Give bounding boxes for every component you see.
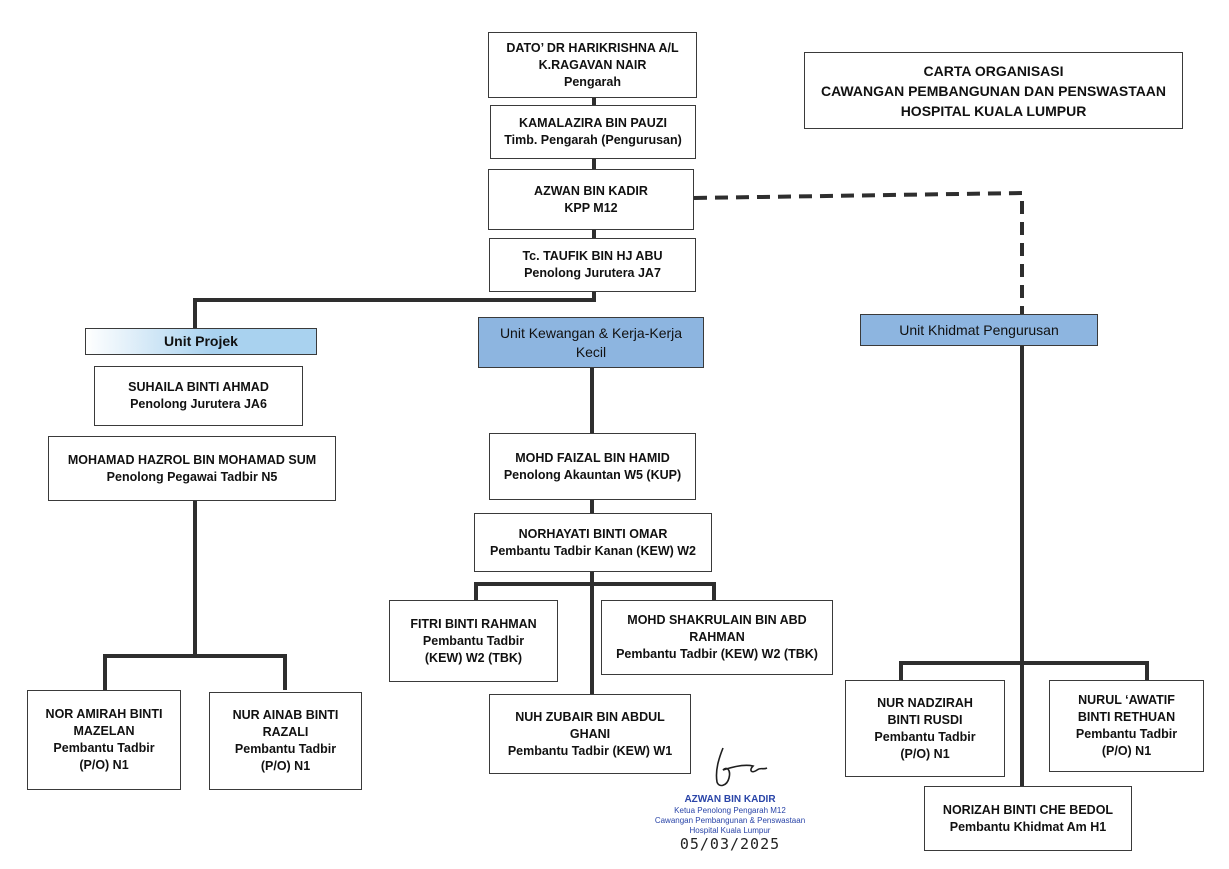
person-role: Pembantu Khidmat Am H1 xyxy=(949,819,1107,834)
box-hazrol: MOHAMAD HAZROL BIN MOHAMAD SUM Penolong … xyxy=(48,436,336,501)
signature-title: Ketua Penolong Pengarah M12 xyxy=(674,806,786,815)
title-line-2: CAWANGAN PEMBANGUNAN DAN PENSWASTAAN xyxy=(820,82,1167,99)
signature-name: AZWAN BIN KADIR xyxy=(684,794,776,805)
person-role: Penolong Jurutera JA6 xyxy=(130,397,267,411)
unit-label: Unit Kewangan & Kerja-Kerja Kecil xyxy=(499,324,683,360)
person-role: Pembantu Tadbir (KEW) W2 (TBK) xyxy=(422,633,525,665)
person-role: Pembantu Tadbir (P/O) N1 xyxy=(53,741,155,772)
person-role: Pembantu Tadbir (P/O) N1 xyxy=(874,729,976,761)
person-name: NOR AMIRAH BINTI MAZELAN xyxy=(45,707,163,738)
person-name: NORIZAH BINTI CHE BEDOL xyxy=(942,802,1114,817)
person-name: SUHAILA BINTI AHMAD xyxy=(128,380,269,394)
box-pengarah: DATO’ DR HARIKRISHNA A/L K.RAGAVAN NAIR … xyxy=(488,32,697,98)
person-role: Pembantu Tadbir (KEW) W2 (TBK) xyxy=(616,647,818,661)
person-name: AZWAN BIN KADIR xyxy=(534,183,648,198)
person-role: Timb. Pengarah (Pengurusan) xyxy=(504,133,682,147)
box-nur-ainab: NUR AINAB BINTI RAZALI Pembantu Tadbir (… xyxy=(209,692,362,790)
person-role: Pembantu Tadbir Kanan (KEW) W2 xyxy=(489,543,697,558)
person-name: MOHD FAIZAL BIN HAMID xyxy=(515,450,670,465)
box-norhayati: NORHAYATI BINTI OMAR Pembantu Tadbir Kan… xyxy=(474,513,712,572)
box-nor-amirah: NOR AMIRAH BINTI MAZELAN Pembantu Tadbir… xyxy=(27,690,181,790)
person-role: Pembantu Tadbir (P/O) N1 xyxy=(1075,727,1178,758)
person-name: MOHAMAD HAZROL BIN MOHAMAD SUM xyxy=(67,452,317,467)
box-fitri: FITRI BINTI RAHMAN Pembantu Tadbir (KEW)… xyxy=(389,600,558,682)
signature-date: 05/03/2025 xyxy=(679,835,781,853)
box-norizah: NORIZAH BINTI CHE BEDOL Pembantu Khidmat… xyxy=(924,786,1132,851)
person-name: DATO’ DR HARIKRISHNA A/L K.RAGAVAN NAIR xyxy=(506,40,679,72)
box-timb-pengarah: KAMALAZIRA BIN PAUZI Timb. Pengarah (Pen… xyxy=(490,105,696,159)
unit-label: Unit Projek xyxy=(164,333,238,349)
person-name: NORHAYATI BINTI OMAR xyxy=(518,526,668,541)
person-role: Pengarah xyxy=(564,74,621,89)
connector-dashed-khidmat xyxy=(693,190,1024,314)
person-name: NUH ZUBAIR BIN ABDUL GHANI xyxy=(515,709,665,741)
title-line-1: CARTA ORGANISASI xyxy=(923,62,1064,79)
chart-title: CARTA ORGANISASI CAWANGAN PEMBANGUNAN DA… xyxy=(804,52,1183,129)
box-kpp: AZWAN BIN KADIR KPP M12 xyxy=(488,169,694,230)
unit-kewangan: Unit Kewangan & Kerja-Kerja Kecil xyxy=(478,317,704,368)
person-role: Penolong Jurutera JA7 xyxy=(524,266,661,280)
unit-projek: Unit Projek xyxy=(85,328,317,355)
signature-department: Cawangan Pembangunan & Penswastaan xyxy=(654,816,806,825)
box-nuh-zubair: NUH ZUBAIR BIN ABDUL GHANI Pembantu Tadb… xyxy=(489,694,691,774)
unit-label: Unit Khidmat Pengurusan xyxy=(899,321,1059,338)
person-role: Penolong Akauntan W5 (KUP) xyxy=(503,467,682,482)
signature-scribble-icon xyxy=(715,747,768,787)
person-name: NUR NADZIRAH BINTI RUSDI xyxy=(877,695,973,727)
person-role: Pembantu Tadbir (KEW) W1 xyxy=(507,743,673,758)
signature-hospital: Hospital Kuala Lumpur xyxy=(689,826,771,835)
box-suhaila: SUHAILA BINTI AHMAD Penolong Jurutera JA… xyxy=(94,366,303,426)
box-awatif: NURUL ‘AWATIF BINTI RETHUAN Pembantu Tad… xyxy=(1049,680,1204,772)
unit-khidmat-pengurusan: Unit Khidmat Pengurusan xyxy=(860,314,1098,346)
person-role: KPP M12 xyxy=(564,200,618,215)
person-name: KAMALAZIRA BIN PAUZI xyxy=(519,116,667,130)
box-shakrulain: MOHD SHAKRULAIN BIN ABD RAHMAN Pembantu … xyxy=(601,600,833,675)
box-faizal: MOHD FAIZAL BIN HAMID Penolong Akauntan … xyxy=(489,433,696,500)
person-name: NURUL ‘AWATIF BINTI RETHUAN xyxy=(1077,693,1176,724)
person-name: FITRI BINTI RAHMAN xyxy=(410,616,537,631)
person-role: Pembantu Tadbir (P/O) N1 xyxy=(234,742,337,773)
box-penolong-jurutera-ja7: Tc. TAUFIK BIN HJ ABU Penolong Jurutera … xyxy=(489,238,696,292)
person-name: NUR AINAB BINTI RAZALI xyxy=(232,708,339,739)
person-name: Tc. TAUFIK BIN HJ ABU xyxy=(522,249,663,263)
signature-stamp: AZWAN BIN KADIR Ketua Penolong Pengarah … xyxy=(640,794,820,853)
box-nadzirah: NUR NADZIRAH BINTI RUSDI Pembantu Tadbir… xyxy=(845,680,1005,777)
person-name: MOHD SHAKRULAIN BIN ABD RAHMAN xyxy=(627,613,807,644)
person-role: Penolong Pegawai Tadbir N5 xyxy=(106,469,278,484)
title-line-3: HOSPITAL KUALA LUMPUR xyxy=(900,102,1087,119)
